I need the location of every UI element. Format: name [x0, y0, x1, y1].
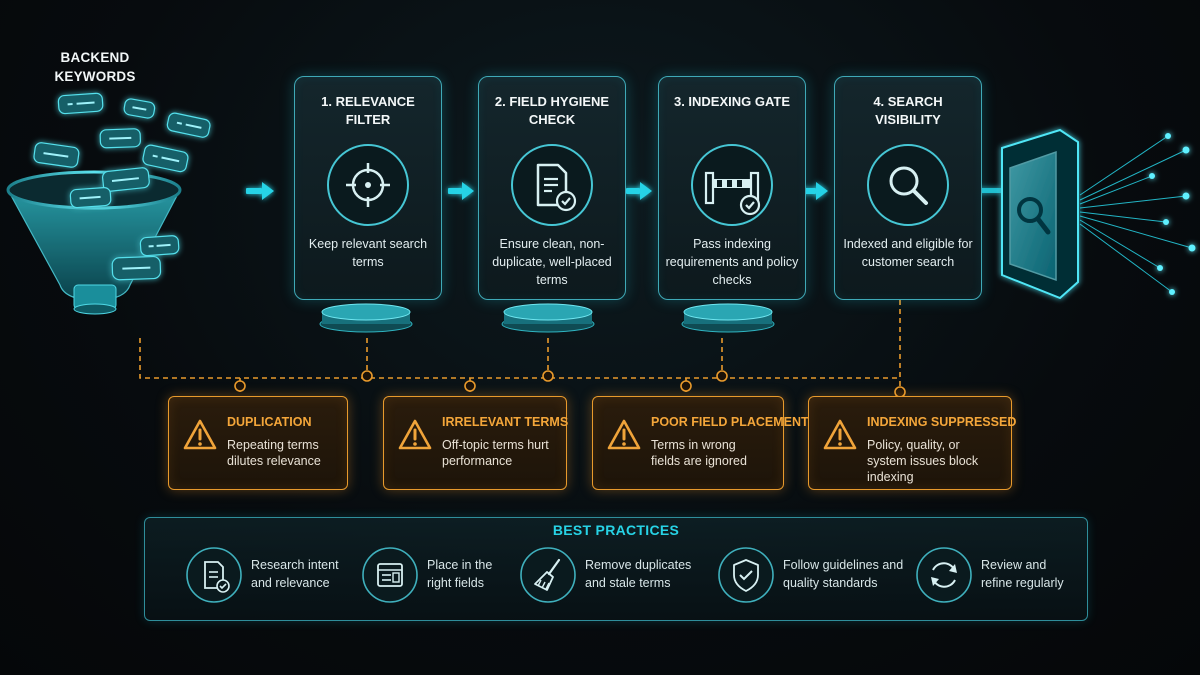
- issue-card-irrelevant-terms: IRRELEVANT TERMS Off-topic terms hurt pe…: [383, 396, 569, 490]
- signal-dots: [1149, 133, 1196, 295]
- best-practice-label: Follow guidelines and quality standards: [783, 558, 904, 590]
- flow-arrows: [246, 182, 1002, 200]
- stage-platform: [501, 303, 595, 333]
- arrow-right-icon: [246, 182, 274, 200]
- arrow-right-icon: [626, 182, 652, 200]
- issue-title: INDEXING SUPPRESSED: [867, 415, 1017, 429]
- stage-card-indexing-gate: 3. INDEXING GATE Pass indexing requireme…: [658, 76, 806, 300]
- source-title-line2: KEYWORDS: [54, 69, 136, 84]
- issue-title: DUPLICATION: [227, 415, 312, 429]
- issue-description: Policy, quality, or system issues block …: [867, 438, 979, 484]
- stage-description: Keep relevant search terms: [308, 237, 428, 269]
- warning-icon: [398, 419, 432, 450]
- refresh-icon: [916, 547, 972, 603]
- stage-card-field-hygiene-check: 2. FIELD HYGIENE CHECK Ensure clean, non…: [478, 76, 626, 300]
- stage-description: Indexed and eligible for customer search: [843, 237, 973, 269]
- warning-icon: [823, 419, 857, 450]
- stage-platform: [319, 303, 413, 333]
- connector-nodes: [234, 370, 906, 398]
- issue-description: Terms in wrong fields are ignored: [651, 438, 747, 468]
- stage-description: Ensure clean, non-duplicate, well-placed…: [492, 237, 612, 287]
- stage-platform: [681, 303, 775, 333]
- best-practice-label: Research intent and relevance: [251, 558, 339, 590]
- keyword-pills: [33, 92, 211, 281]
- stage-title: 1. RELEVANCE FILTER: [321, 94, 415, 127]
- issue-title: POOR FIELD PLACEMENT: [651, 415, 809, 429]
- best-practices-panel: BEST PRACTICES Research intent and relev…: [144, 517, 1088, 621]
- search-screen-icon: [1001, 128, 1079, 300]
- stage-title: 3. INDEXING GATE: [673, 94, 791, 109]
- broom-icon: [520, 547, 576, 603]
- arrow-right-icon: [448, 182, 474, 200]
- form-fields-icon: [362, 547, 418, 603]
- target-icon: [327, 144, 409, 226]
- stage-description: Pass indexing requirements and policy ch…: [665, 237, 799, 287]
- issue-card-duplication: DUPLICATION Repeating terms dilutes rele…: [168, 396, 348, 490]
- best-practice-label: Review and refine regularly: [981, 558, 1064, 590]
- issue-description: Off-topic terms hurt performance: [442, 438, 549, 468]
- best-practices-title: BEST PRACTICES: [552, 522, 680, 538]
- signal-rays: [1079, 135, 1193, 293]
- issue-description: Repeating terms dilutes relevance: [227, 438, 321, 468]
- best-practice-label: Remove duplicates and stale terms: [585, 558, 692, 590]
- stage-card-search-visibility: 4. SEARCH VISIBILITY Indexed and eligibl…: [834, 76, 982, 300]
- stage-title: 4. SEARCH VISIBILITY: [873, 94, 943, 127]
- source-title: BACKEND KEYWORDS: [40, 48, 150, 86]
- stage-card-relevance-filter: 1. RELEVANCE FILTER Keep relevant search…: [294, 76, 442, 300]
- warning-icon: [183, 419, 217, 450]
- shield-check-icon: [718, 547, 774, 603]
- checked-document-icon: [511, 144, 593, 226]
- issue-title: IRRELEVANT TERMS: [442, 415, 569, 429]
- issue-card-poor-field-placement: POOR FIELD PLACEMENT Terms in wrong fiel…: [592, 396, 809, 490]
- best-practice-label: Place in the right fields: [427, 558, 493, 590]
- research-doc-icon: [186, 547, 242, 603]
- warning-icon: [607, 419, 641, 450]
- gate-barrier-icon: [691, 144, 773, 226]
- stage-title: 2. FIELD HYGIENE CHECK: [494, 94, 610, 127]
- magnifier-icon: [867, 144, 949, 226]
- issue-card-indexing-suppressed: INDEXING SUPPRESSED Policy, quality, or …: [808, 396, 1016, 490]
- source-title-line1: BACKEND: [60, 50, 130, 65]
